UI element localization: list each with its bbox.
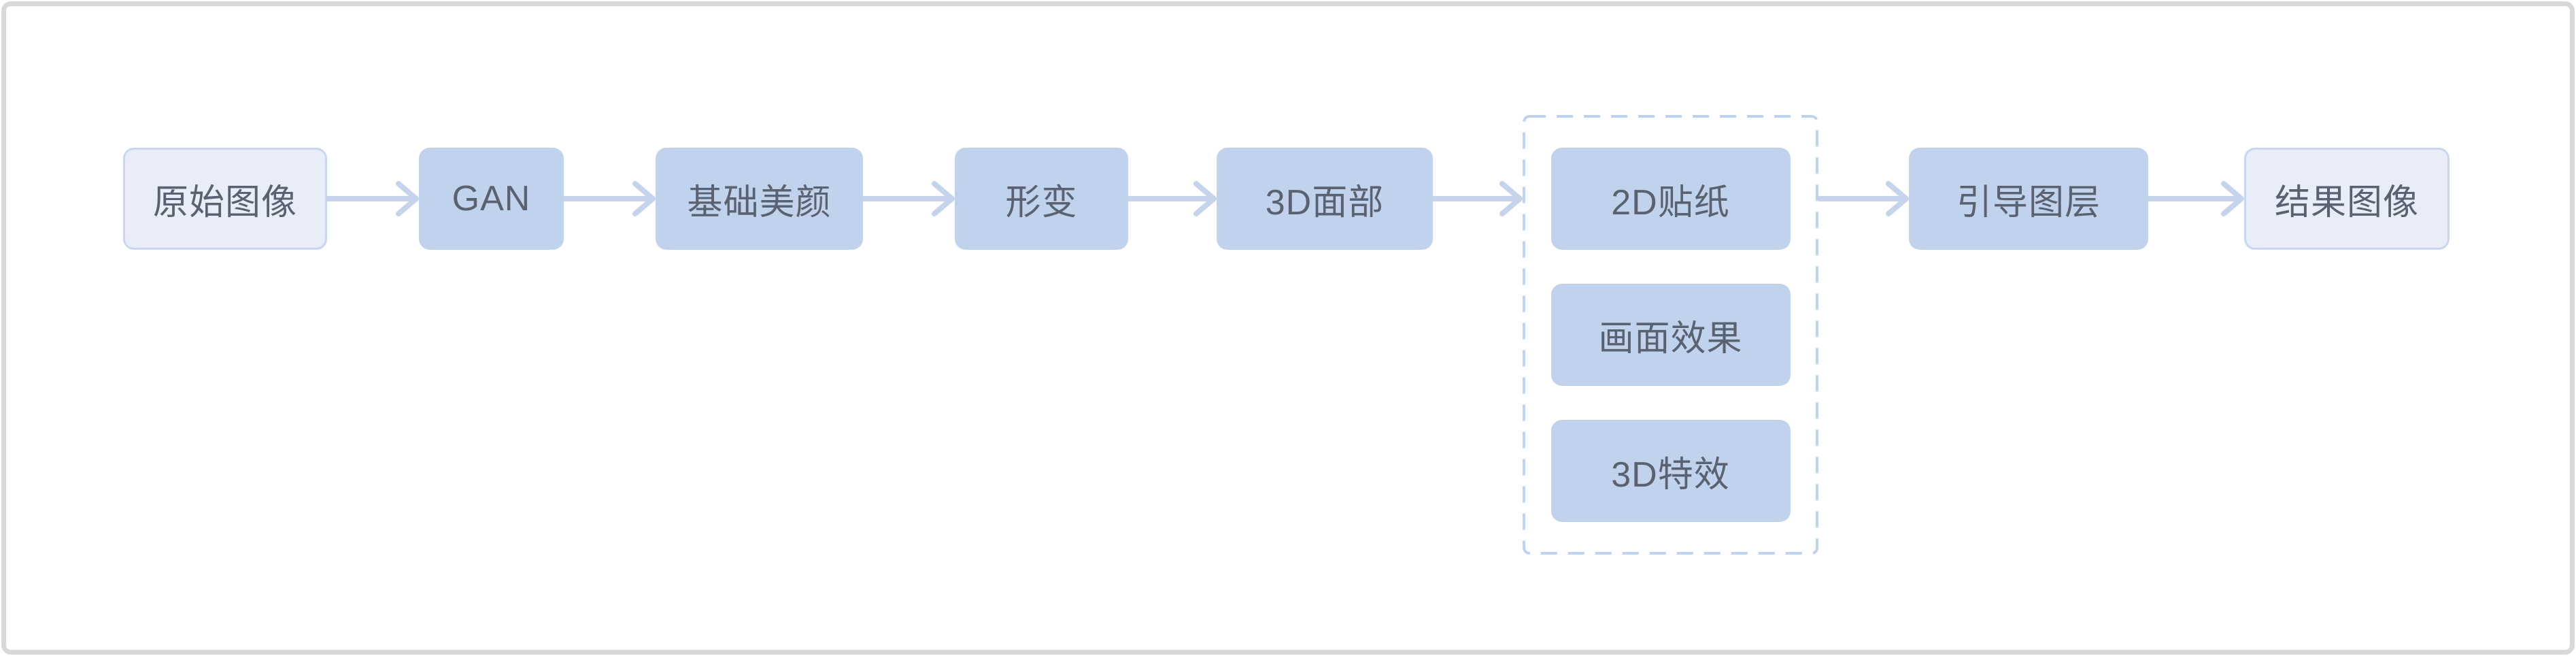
node-3d-face: 3D面部 — [1217, 148, 1433, 250]
arrow-3dface-to-effects-group — [1433, 181, 1523, 216]
arrow-gan-to-beauty — [564, 181, 656, 216]
pipeline-flow: 原始图像 GAN 基础美颜 形变 3D面部 2D贴纸 画面效果 3D特效 引导图… — [123, 115, 2450, 555]
arrow-original-to-gan — [327, 181, 419, 216]
arrow-effects-group-to-guide-layer — [1818, 181, 1909, 216]
node-guide-layer: 引导图层 — [1909, 148, 2148, 250]
arrow-beauty-to-warp — [863, 181, 955, 216]
node-gan: GAN — [419, 148, 564, 250]
arrow-warp-to-3dface — [1128, 181, 1217, 216]
node-basic-beauty: 基础美颜 — [656, 148, 863, 250]
node-screen-effect: 画面效果 — [1550, 284, 1791, 386]
arrow-guide-layer-to-result — [2148, 181, 2244, 216]
effects-group: 2D贴纸 画面效果 3D特效 — [1523, 115, 1818, 555]
node-3d-effect: 3D特效 — [1550, 420, 1791, 522]
node-result-image: 结果图像 — [2244, 148, 2450, 250]
node-warp: 形变 — [955, 148, 1128, 250]
node-original-image: 原始图像 — [123, 148, 327, 250]
node-2d-sticker: 2D贴纸 — [1550, 148, 1791, 250]
